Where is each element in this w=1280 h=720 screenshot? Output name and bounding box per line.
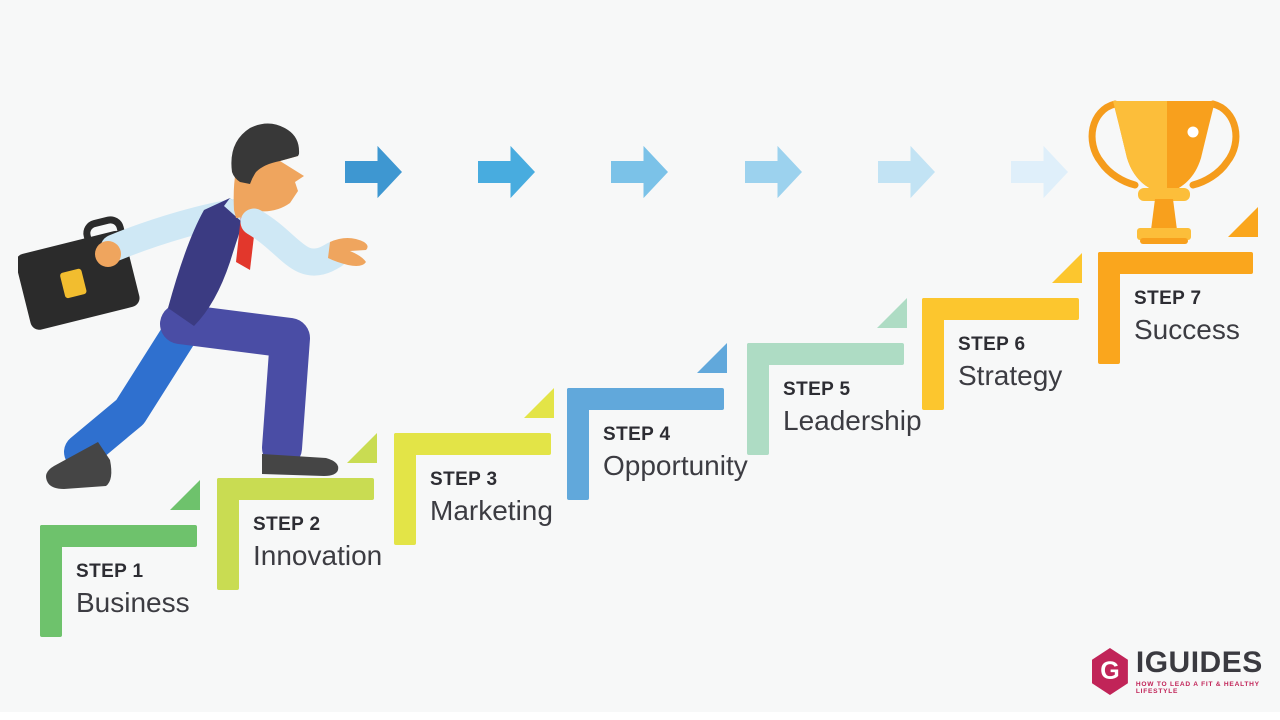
step-bar [747, 343, 904, 365]
trophy-icon [1088, 100, 1240, 244]
step-bar [394, 433, 416, 545]
logo-tagline: HOW TO LEAD A FIT & HEALTHY LIFESTYLE [1135, 681, 1260, 695]
step-number: STEP 3 [430, 469, 498, 490]
step-bar [217, 478, 374, 500]
step-bar [40, 525, 62, 637]
step-bar [1098, 252, 1253, 274]
step-bar [747, 343, 769, 455]
trophy-highlight-dot [1187, 126, 1199, 138]
canvas-bottom-edge [0, 712, 1280, 720]
progress-arrow-icon [745, 145, 802, 199]
step-label: Success [1134, 314, 1240, 345]
step-bar [1098, 252, 1120, 364]
step-number: STEP 7 [1134, 288, 1202, 309]
step-flag-icon [1052, 253, 1082, 283]
step-flag-icon [697, 343, 727, 373]
briefcase-clasp [60, 268, 87, 299]
step-label: Opportunity [603, 450, 748, 481]
step-number: STEP 2 [253, 514, 321, 535]
man-back-leg [64, 296, 210, 470]
progress-arrow-icon [1011, 145, 1068, 199]
trophy-rim-shine [1113, 101, 1167, 125]
man-front-hand [328, 238, 368, 266]
step-bar [922, 298, 1079, 320]
man-front-shoe [262, 454, 339, 476]
step-number: STEP 6 [958, 334, 1026, 355]
trophy-stem [1151, 199, 1177, 230]
step-bar [40, 525, 197, 547]
man-back-hand [95, 241, 121, 267]
trophy-cup-shine [1119, 125, 1167, 192]
logo-hexagon-icon: G [1092, 648, 1128, 695]
businessman-illustration [18, 123, 368, 489]
progress-arrow-icon [878, 145, 935, 199]
trophy-base [1137, 228, 1191, 240]
trophy-handle-right [1189, 100, 1240, 189]
man-front-arm [240, 208, 348, 276]
trophy-base-strip [1140, 238, 1188, 244]
step-label: Innovation [253, 540, 383, 571]
step-flag-icon [524, 388, 554, 418]
brand-logo: G IGUIDES HOW TO LEAD A FIT & HEALTHY LI… [1092, 648, 1280, 695]
trophy-collar [1138, 188, 1190, 201]
step-bar [394, 433, 551, 455]
progress-arrow-icon [611, 145, 668, 199]
step-label: Leadership [783, 405, 922, 436]
step-flag-icon [877, 298, 907, 328]
step-bar [567, 388, 589, 500]
step-number: STEP 1 [76, 561, 144, 582]
step-number: STEP 4 [603, 424, 671, 445]
step-label: Strategy [958, 360, 1063, 391]
step-label: Marketing [430, 495, 553, 526]
step-bar [217, 478, 239, 590]
man-front-leg [160, 304, 310, 468]
progress-arrow-icon [478, 145, 535, 199]
man-hair [231, 123, 300, 184]
logo-name: IGUIDES [1135, 646, 1263, 679]
step-bar [922, 298, 944, 410]
trophy-handle-left [1088, 100, 1139, 189]
man-vest [168, 198, 246, 326]
man-back-shoe [46, 442, 112, 489]
step-number: STEP 5 [783, 379, 851, 400]
step-label: Business [76, 587, 190, 618]
step-bar [567, 388, 724, 410]
